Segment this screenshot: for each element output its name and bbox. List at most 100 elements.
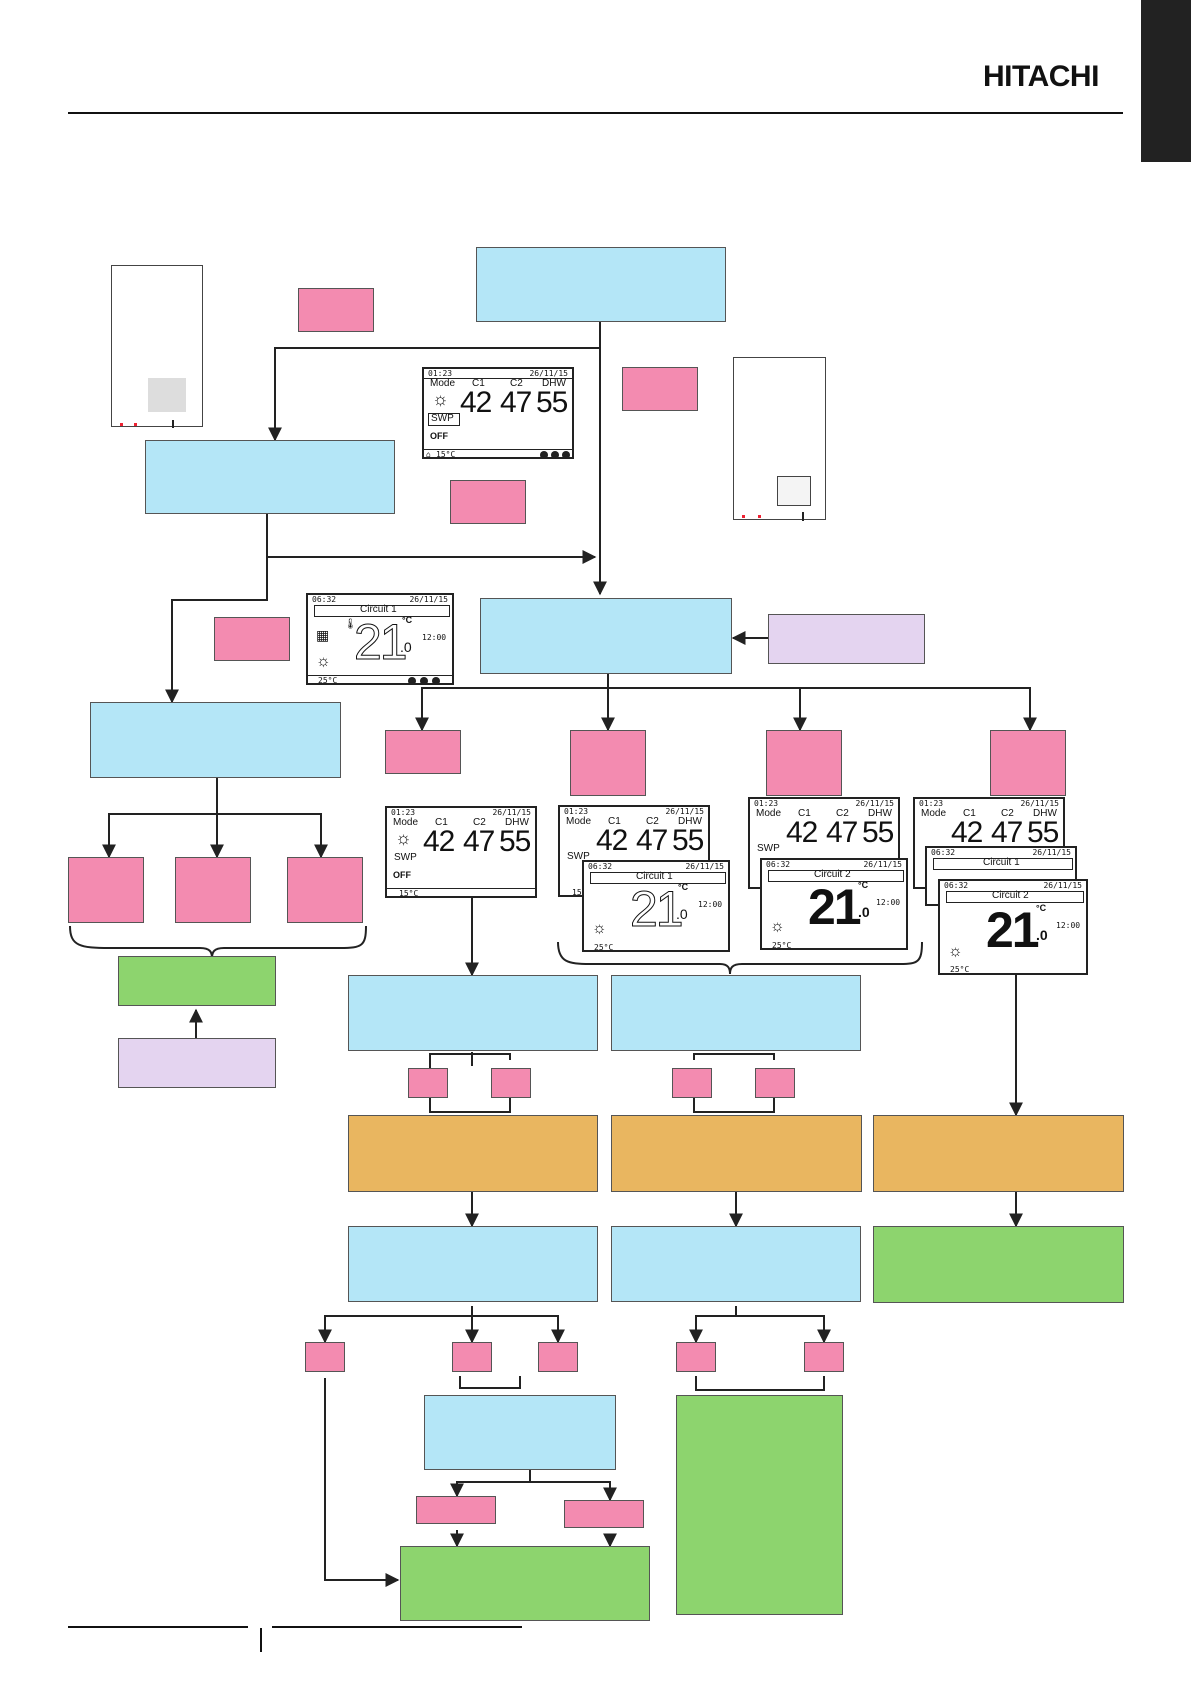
condition-box [68,857,144,923]
col-dhw: DHW [678,816,702,827]
result-box-tall [676,1395,843,1615]
screen-status-bar [424,449,572,457]
swp-label: SWP [394,852,417,863]
setpoint-unit: °C [1036,903,1047,913]
circuit-title-box [314,605,450,617]
off-label: OFF [430,431,448,441]
col-c2: C2 [1001,808,1014,819]
process-box [424,1395,616,1470]
brand-logo: HITACHI [983,60,1099,93]
value-c2: 47 [500,386,532,419]
clock-value: 12:00 [1056,921,1081,930]
unit-led [742,515,745,518]
input-box [118,1038,276,1088]
circuit-title-box [946,891,1084,903]
circuit-title: Circuit 2 [992,890,1029,901]
condition-box [287,857,363,923]
controller-screen-overview: 01:23 26/11/15 Mode C1 C2 DHW ☼ 42 47 55… [422,367,574,459]
controller-screen-circuit2: 06:32 26/11/15 Circuit 2 21 .0 °C 12:00 … [760,858,908,950]
sun-icon: ☼ [316,653,331,670]
circuit-title: Circuit 1 [983,857,1020,868]
col-mode: Mode [921,808,947,819]
col-c2: C2 [646,816,659,827]
outdoor-temp: 15°C [572,888,591,895]
setpoint-decimal: .0 [676,906,688,922]
outdoor-temp: 25°C [318,676,338,685]
circuit-title-box [768,870,904,882]
clock-value: 12:00 [698,900,723,909]
process-box [611,1226,861,1302]
screen-date: 26/11/15 [863,860,902,869]
value-dhw: 55 [1027,816,1059,849]
thermometer-icon: 🌡 [344,619,357,630]
setpoint-unit: °C [678,882,689,892]
header-rule [68,112,1123,114]
unit-led [120,423,123,426]
screen-time: 06:32 [944,881,969,890]
value-c2: 47 [991,816,1023,849]
condition-box [570,730,646,796]
col-c1: C1 [608,816,621,827]
controller-screen-circuit1: 06:32 26/11/15 Circuit 1 🌡 21 .0 °C 12:0… [306,593,454,685]
setpoint-unit: °C [402,615,413,625]
screen-time: 06:32 [588,862,613,871]
process-box-start [476,247,726,322]
footer-rule-right [272,1626,522,1628]
col-c1: C1 [798,808,811,819]
circuit-title: Circuit 1 [360,604,397,615]
circuit-title: Circuit 1 [636,871,673,882]
footer-rule-left [68,1626,248,1628]
setpoint-decimal: .0 [858,904,870,920]
setpoint-decimal: .0 [400,639,412,655]
screen-time: 06:32 [766,860,791,869]
unit-panel [148,378,186,412]
input-box [768,614,925,664]
section-tab [1141,0,1191,162]
outdoor-temp: 25°C [594,943,614,952]
process-box [348,1226,598,1302]
col-c1: C1 [435,817,448,828]
value-c1: 42 [786,816,818,849]
setpoint-unit: °C [858,880,869,890]
controller-screen-circuit1: 06:32 26/11/15 Circuit 1 21 .0 °C 12:00 … [582,860,730,952]
condition-box [990,730,1066,796]
col-mode: Mode [756,808,782,819]
screen-time: 01:23 [428,369,453,378]
home-icon: ⌂ [426,450,431,459]
controller-screen-circuit2: 06:32 26/11/15 Circuit 2 21 .0 °C 12:00 … [938,879,1088,975]
unit-led [134,423,137,426]
col-c2: C2 [836,808,849,819]
screen-date: 26/11/15 [1043,881,1082,890]
process-box-middle [480,598,732,674]
condition-box [298,288,374,332]
action-box [348,1115,598,1192]
value-dhw: 55 [672,824,704,857]
screen-rule [424,378,572,379]
screen-status-bar [387,888,535,896]
value-c2: 47 [463,825,495,858]
col-dhw: DHW [868,808,892,819]
nav-button-icon [551,451,559,457]
condition-box-small [452,1342,492,1372]
sun-icon: ☼ [770,918,785,935]
process-box-left-lower [90,702,341,778]
col-dhw: DHW [505,817,529,828]
setpoint-temp: 21 [808,879,862,935]
condition-box-small [416,1496,496,1524]
indoor-unit-left [111,265,203,428]
screen-date: 26/11/15 [409,595,448,604]
screen-time: 01:23 [391,808,416,817]
unit-led [758,515,761,518]
condition-box-small [564,1500,644,1528]
screen-time: 06:32 [312,595,337,604]
outdoor-temp: 15°C [436,450,456,459]
setpoint-temp: 21 [354,614,409,671]
outdoor-temp: 25°C [950,965,970,974]
action-box [873,1115,1124,1192]
screen-date: 26/11/15 [529,369,568,378]
circuit-title-box [933,858,1073,870]
controller-screen-overview: 01:23 26/11/15 Mode C1 C2 DHW ☼ 42 47 55… [385,806,537,898]
value-c1: 42 [596,824,628,857]
nav-button-icon [432,677,440,683]
sun-icon: ☼ [395,828,412,848]
